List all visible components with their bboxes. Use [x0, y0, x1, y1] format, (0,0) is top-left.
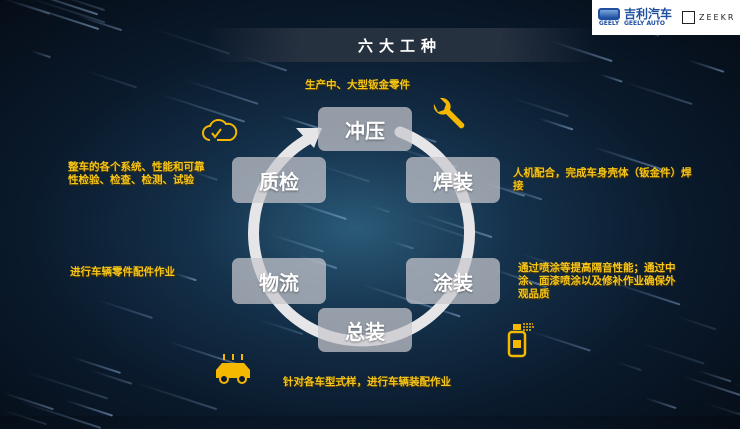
car-icon	[212, 352, 254, 386]
process-box-logistics[interactable]: 物流	[232, 258, 326, 304]
logistics-desc: 进行车辆零件配件作业	[70, 266, 175, 279]
cloud-check-icon	[200, 118, 240, 144]
cycle-ring	[0, 0, 740, 416]
spray-icon	[505, 320, 537, 360]
stamping-desc: 生产中、大型钣金零件	[305, 79, 410, 92]
process-box-welding[interactable]: 焊装	[406, 157, 500, 203]
assembly-desc: 针对各车型式样，进行车辆装配作业	[283, 376, 451, 389]
wrench-icon	[428, 94, 468, 134]
process-box-inspection[interactable]: 质检	[232, 157, 326, 203]
process-box-stamping[interactable]: 冲压	[318, 107, 412, 151]
inspection-desc: 整车的各个系统、性能和可靠性检验、检查、检测、试验	[68, 161, 214, 187]
process-box-painting[interactable]: 涂装	[406, 258, 500, 304]
painting-desc: 通过喷涂等提高隔音性能；通过中涂、面漆喷涂以及修补作业确保外观品质	[518, 262, 684, 301]
process-box-assembly[interactable]: 总装	[318, 308, 412, 352]
welding-desc: 人机配合，完成车身壳体（钣金件）焊接	[513, 167, 693, 193]
